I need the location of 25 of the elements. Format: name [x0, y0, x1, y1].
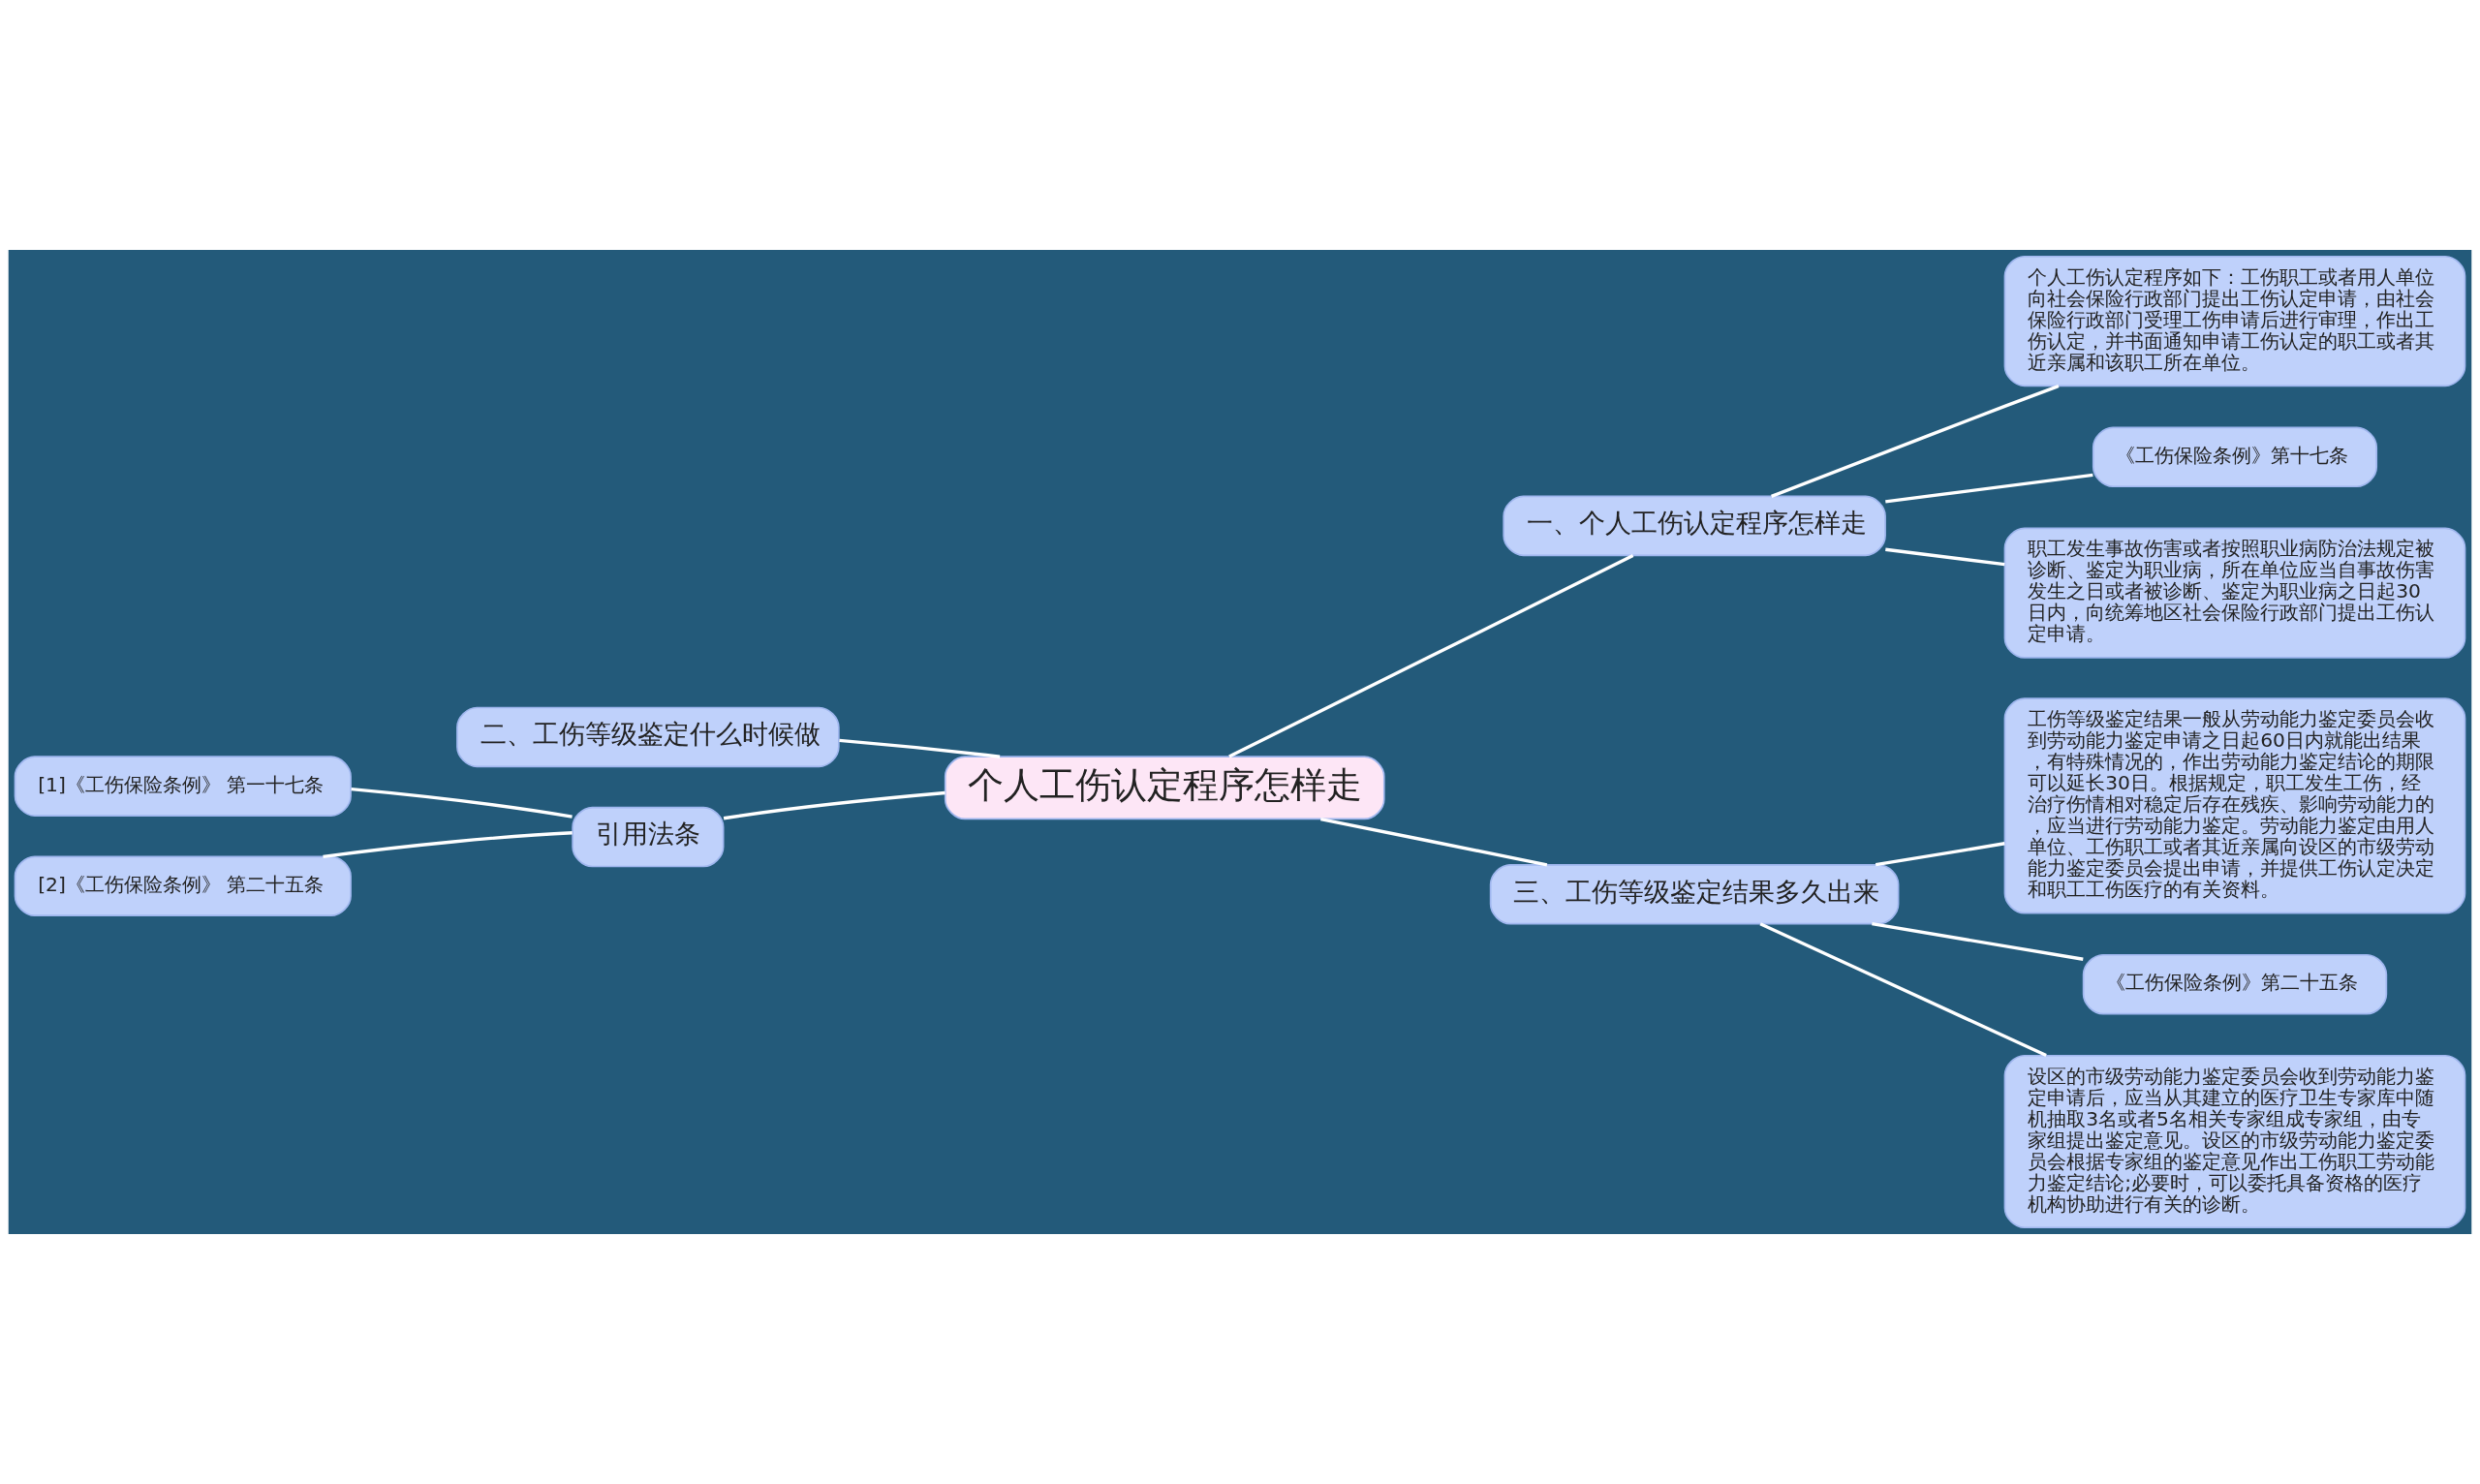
node-box: 二、工伤等级鉴定什么时候做 [456, 706, 840, 768]
node-box: 引用法条 [572, 806, 725, 868]
connector [1885, 473, 2093, 504]
connector [351, 787, 573, 819]
connector [1885, 547, 2005, 567]
connector [1228, 554, 1634, 758]
node-box: 工伤等级鉴定结果一般从劳动能力鉴定委员会收到劳动能力鉴定申请之日起60日内就能出结果，有特殊情况的，作出劳动能力鉴定结论的期限可以延长30日。根据规定，职工发生工伤，经治疗伤情相对稳定后存在残疾、影响劳动能力的，应当进行劳动能力鉴定。劳动能力鉴定由用人单位、工伤职工或者其近亲属向设区的市级劳动能力鉴定委员会提出申请，并提供工伤认定决定和职工工伤医疗的有关资料。 [2003, 697, 2466, 914]
connector [839, 738, 1001, 758]
node-box: 职工发生事故伤害或者按照职业病防治法规定被诊断、鉴定为职业病，所在单位应当自事故伤害发生之日或者被诊断、鉴定为职业病之日起30日内，向统筹地区社会保险行政部门提出工伤认定申请。 [2003, 527, 2466, 659]
node-box: 个人工伤认定程序怎样走 [944, 756, 1385, 820]
connector [723, 790, 946, 820]
node-box: 《工伤保险条例》第二十五条 [2082, 953, 2388, 1015]
node-box: [2]《工伤保险条例》 第二十五条 [14, 855, 352, 917]
connector [323, 831, 573, 858]
node-box: 《工伤保险条例》第十七条 [2092, 426, 2378, 488]
node-box: [1]《工伤保险条例》 第一十七条 [14, 756, 352, 817]
node-box: 个人工伤认定程序如下：工伤职工或者用人单位向社会保险行政部门提出工伤认定申请，由社会保险行政部门受理工伤申请后进行审理，作出工伤认定，并书面通知申请工伤认定的职工或者其近亲属和该职工所在单位。 [2003, 255, 2466, 387]
node-box: 设区的市级劳动能力鉴定委员会收到劳动能力鉴定申请后，应当从其建立的医疗卫生专家库中随机抽取3名或者5名相关专家组成专家组，由专家组提出鉴定意见。设区的市级劳动能力鉴定委员会根据专家组的鉴定意见作出工伤职工劳动能力鉴定结论;必要时，可以委托具备资格的医疗机构协助进行有关的诊断。 [2003, 1054, 2466, 1229]
connector [1759, 922, 2047, 1058]
connector [1875, 842, 2005, 867]
connector [1320, 817, 1548, 867]
connector [1872, 922, 2084, 961]
node-box: 三、工伤等级鉴定结果多久出来 [1489, 863, 1900, 925]
connector [1771, 384, 2060, 498]
node-box: 一、个人工伤认定程序怎样走 [1503, 495, 1886, 557]
